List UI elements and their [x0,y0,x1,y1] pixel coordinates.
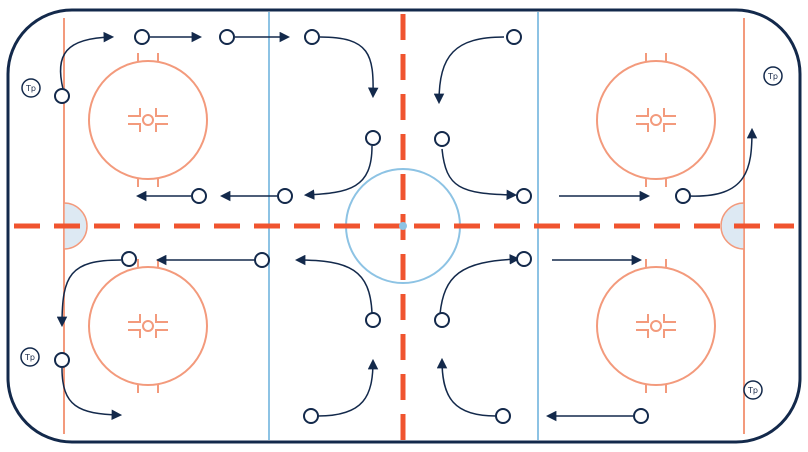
player-marker [254,252,270,268]
svg-text:Tp: Tp [24,353,35,362]
path-arrow [56,259,122,328]
path-arrow [59,31,115,90]
player-marker [365,130,381,146]
path-arrow [433,36,505,105]
player-marker [304,29,320,45]
faceoff-circle-top-left [88,53,208,187]
path-arrow [61,367,123,421]
player-marker [54,88,70,104]
player-marker [54,352,70,368]
player-marker [134,29,150,45]
player-marker [675,188,691,204]
tp-marker-top-left: Tp [21,78,41,98]
faceoff-circle-top-right [596,53,716,187]
tp-marker-bottom-right: Tp [743,380,763,400]
path-arrow [319,36,379,99]
player-marker [506,29,522,45]
path-arrow [439,254,521,315]
faceoff-circle-bottom-right [596,259,716,393]
player-marker [633,408,649,424]
path-arrow [441,148,518,201]
tp-marker-top-right: Tp [763,66,783,86]
player-marker [516,251,532,267]
center-dot [399,222,407,230]
path-arrow [436,357,497,417]
player-marker [434,131,450,147]
player-marker [277,188,293,204]
player-marker [303,408,319,424]
player-marker [219,29,235,45]
goal-crease-right [720,202,745,250]
player-marker [191,188,207,204]
player-marker [365,312,381,328]
path-arrow [689,127,758,197]
path-arrow [303,145,373,200]
svg-text:Tp: Tp [767,72,778,81]
faceoff-circle-bottom-left [88,259,208,393]
player-marker [434,312,450,328]
path-arrow [317,358,379,417]
svg-text:Tp: Tp [747,386,758,395]
player-marker [516,188,532,204]
svg-text:Tp: Tp [25,84,36,93]
player-marker [495,408,511,424]
tp-marker-bottom-left: Tp [20,347,40,367]
path-arrow [294,254,373,314]
player-marker [121,251,137,267]
